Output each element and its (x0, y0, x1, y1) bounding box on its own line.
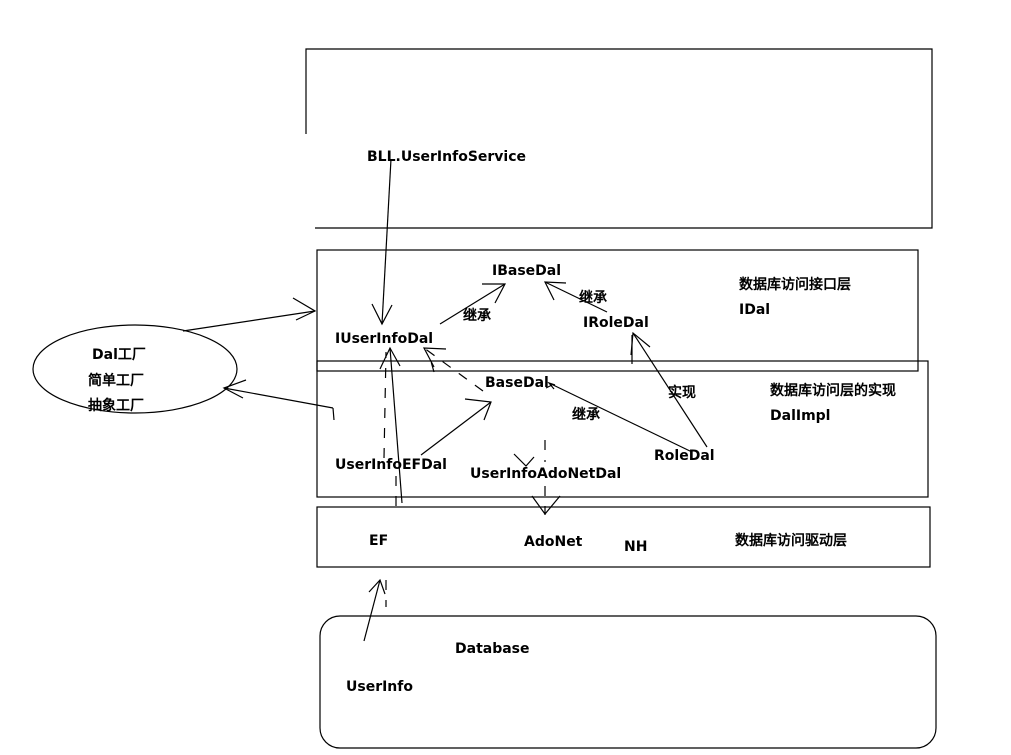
dal-factory-ellipse (32, 324, 238, 414)
roledal-label: RoleDal (654, 448, 715, 464)
ef-label: EF (369, 533, 388, 549)
driver-layer-title: 数据库访问驱动层 (735, 532, 847, 549)
connectors (182, 158, 708, 642)
database-label: Database (455, 641, 530, 657)
ibasedal-label: IBaseDal (492, 263, 561, 279)
dalimpl-layer-title: 数据库访问层的实现 (770, 382, 896, 399)
iuserinfodal-label: IUserInfoDal (335, 331, 433, 347)
idal-layer-box (316, 249, 919, 372)
idal-inherit-label-left: 继承 (463, 307, 491, 324)
factory-line-1: Dal工厂 (92, 347, 146, 363)
database-box (319, 615, 937, 749)
basedal-label: BaseDal (485, 375, 549, 391)
dalimpl-inherit-label: 继承 (572, 406, 600, 423)
idal-layer-subtitle: IDal (739, 302, 770, 318)
factory-line-2: 简单工厂 (88, 372, 144, 389)
adonet-label: AdoNet (524, 534, 583, 550)
dalimpl-layer-subtitle: DalImpl (770, 408, 830, 424)
idal-inherit-label-right: 继承 (579, 289, 607, 306)
factory-line-3: 抽象工厂 (88, 397, 144, 414)
idal-layer-title: 数据库访问接口层 (739, 276, 851, 293)
dalimpl-layer-box (316, 360, 929, 498)
bll-userinfo-service-label: BLL.UserInfoService (367, 149, 526, 165)
bll-layer-box (305, 48, 933, 229)
iroledal-label: IRoleDal (583, 315, 649, 331)
userinfoefdal-label: UserInfoEFDal (335, 457, 447, 473)
userinfo-table-label: UserInfo (346, 679, 413, 695)
userinfoadonetdal-label: UserInfoAdoNetDal (470, 466, 621, 482)
nh-label: NH (624, 539, 647, 555)
driver-layer-box (316, 506, 931, 568)
